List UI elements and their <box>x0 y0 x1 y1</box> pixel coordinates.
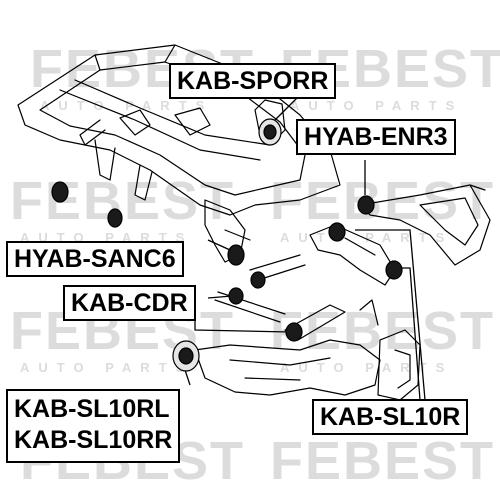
upper-arm-right <box>359 184 491 266</box>
watermark-tagline-6: AUTO PARTS <box>280 360 454 375</box>
bushing-sanc6-lower <box>107 208 123 228</box>
label-kab-sl10r: KAB-SL10R <box>312 399 469 435</box>
label-kab-sl10rr: KAB-SL10RR <box>14 426 173 455</box>
bushing-sl10r-upper <box>328 222 346 242</box>
label-kab-cdr: KAB-CDR <box>63 285 196 321</box>
watermark-tagline-5: AUTO PARTS <box>20 360 194 375</box>
bushing-sporr <box>258 118 282 146</box>
label-kab-sl10rl-rr: KAB-SL10RL KAB-SL10RR <box>6 389 181 463</box>
watermark-tagline-1: AUTO PARTS <box>40 98 214 113</box>
bushing-enr3 <box>357 195 375 215</box>
lateral-link <box>249 224 396 286</box>
label-hyab-enr3: HYAB-ENR3 <box>296 119 456 155</box>
watermark-brand-6: FEBEST <box>270 301 496 361</box>
bushing-sl10rl <box>172 340 200 372</box>
lower-control-arm <box>194 291 421 401</box>
label-kab-sporr: KAB-SPORR <box>169 63 337 99</box>
label-hyab-sanc6: HYAB-SANC6 <box>6 241 184 277</box>
bushing-trailing <box>285 322 303 342</box>
bushing-sanc6-upper <box>51 181 69 203</box>
bushing-link <box>250 271 266 289</box>
watermark-tagline-2: AUTO PARTS <box>290 98 464 113</box>
watermark-brand-8: FEBEST <box>270 431 496 491</box>
bushing-sanc6-knuckle <box>227 244 245 266</box>
bushing-sl10r-lower <box>385 260 403 280</box>
bushings <box>51 118 403 372</box>
label-kab-sl10rl: KAB-SL10RL <box>14 395 170 423</box>
bushing-cdr <box>228 287 244 305</box>
